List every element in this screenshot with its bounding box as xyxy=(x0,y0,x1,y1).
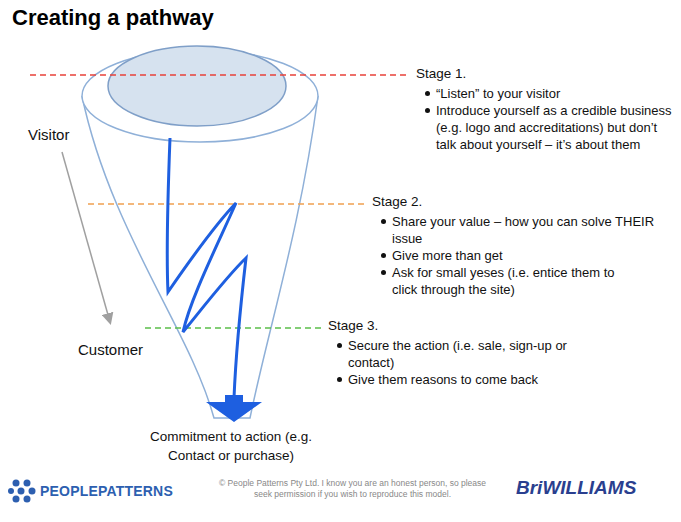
funnel-surface xyxy=(108,46,286,126)
journey-line xyxy=(167,138,246,398)
title: Creating a pathway xyxy=(12,4,214,32)
stage-heading: Stage 3. xyxy=(328,318,618,335)
progress-arrow xyxy=(62,152,110,322)
stage-line xyxy=(145,327,322,329)
bullet-text: Introduce yourself as a credible busines… xyxy=(436,102,674,153)
logo-icon xyxy=(8,480,36,503)
stage-line xyxy=(88,203,365,205)
action-arrow xyxy=(206,395,262,422)
bullet-text: “Listen” to your visitor xyxy=(436,85,674,102)
bullet-text: Share your value – how you can solve THE… xyxy=(392,213,662,247)
side-label: Customer xyxy=(78,341,168,360)
stage-heading: Stage 1. xyxy=(416,66,666,83)
funnel-outline xyxy=(82,96,318,418)
bullet-text: Give them reasons to come back xyxy=(348,371,608,388)
bullet-text: Give more than get xyxy=(392,247,662,264)
stage-line xyxy=(30,74,410,76)
bullet-text: Ask for small yeses (i.e. entice them to… xyxy=(392,264,642,298)
brand-logo: BriWILLIAMS xyxy=(516,476,676,500)
outcome-label: Commitment to action (e.g. Contact or pu… xyxy=(140,427,322,465)
side-label: Visitor xyxy=(28,126,108,145)
copyright-note: © People Patterns Pty Ltd. I know you ar… xyxy=(215,478,490,500)
stage-heading: Stage 2. xyxy=(372,194,662,211)
bullet-text: Secure the action (i.e. sale, sign-up or… xyxy=(348,337,593,371)
brand-name: PEOPLEPATTERNS xyxy=(40,483,180,501)
